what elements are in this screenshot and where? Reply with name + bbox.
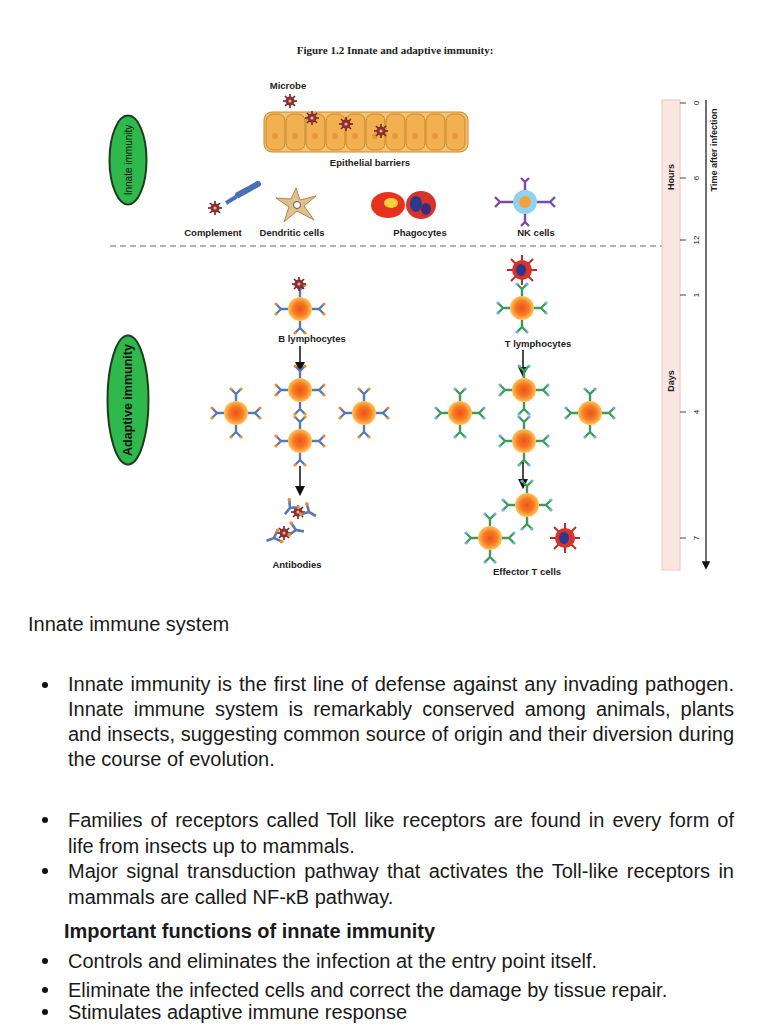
bullet-dot	[42, 682, 48, 688]
figure-label: Antibodies	[272, 559, 321, 570]
figure-label: Phagocytes	[393, 227, 446, 238]
bullet-dot	[42, 987, 48, 993]
axis-label: 12	[692, 236, 701, 245]
bullet-text: Controls and eliminates the infection at…	[68, 948, 734, 974]
bullet-dot	[42, 817, 48, 823]
oval-shape	[110, 116, 147, 205]
axis-label: 7	[692, 536, 701, 540]
section-heading: Innate immune system	[28, 612, 728, 637]
bullet-text: Families of receptors called Toll like r…	[68, 807, 734, 859]
axis-label: Time after infection	[709, 109, 719, 192]
node-label: Innate immunity	[123, 125, 134, 196]
epithelial-band	[264, 111, 468, 152]
bullet-text: Eliminate the infected cells and correct…	[68, 977, 734, 1003]
figure-label: NK cells	[517, 227, 555, 238]
sub-heading: Important functions of innate immunity	[64, 918, 734, 944]
axis-label: 4	[692, 410, 701, 414]
bullet-dot	[42, 868, 48, 874]
bullet-text: Major signal transduction pathway that a…	[68, 858, 734, 910]
axis-label: Hours	[666, 164, 676, 190]
bullet-text: Stimulates adaptive immune response	[68, 1001, 734, 1023]
node-text-group: Innate immunity	[123, 125, 134, 196]
axis-label: Days	[666, 370, 676, 392]
bullet-dot	[42, 958, 48, 964]
node-label: Adaptive immunity	[121, 344, 135, 456]
bullet-dot	[42, 1009, 48, 1015]
figure-label: Dendritic cells	[260, 227, 325, 238]
node-text-group: Adaptive immunity	[121, 344, 135, 456]
bullet-text: Innate immunity is the first line of def…	[68, 672, 734, 772]
figure-label: T lymphocytes	[505, 338, 572, 349]
figure-label: Microbe	[270, 80, 306, 91]
figure-label: Complement	[184, 227, 242, 238]
figure-label: B lymphocytes	[278, 333, 346, 344]
figure-title: Figure 1.2 Innate and adaptive immunity:	[297, 44, 494, 56]
axis-label: 0	[692, 101, 701, 105]
oval-node: Innate immunity	[108, 114, 148, 206]
oval-shape	[108, 336, 149, 465]
figure-label: Epithelial barriers	[330, 157, 410, 168]
figure-label: Effector T cells	[493, 566, 561, 577]
oval-node: Adaptive immunity	[106, 334, 150, 466]
axis-label: 6	[692, 176, 701, 180]
axis-label: 1	[692, 293, 701, 297]
